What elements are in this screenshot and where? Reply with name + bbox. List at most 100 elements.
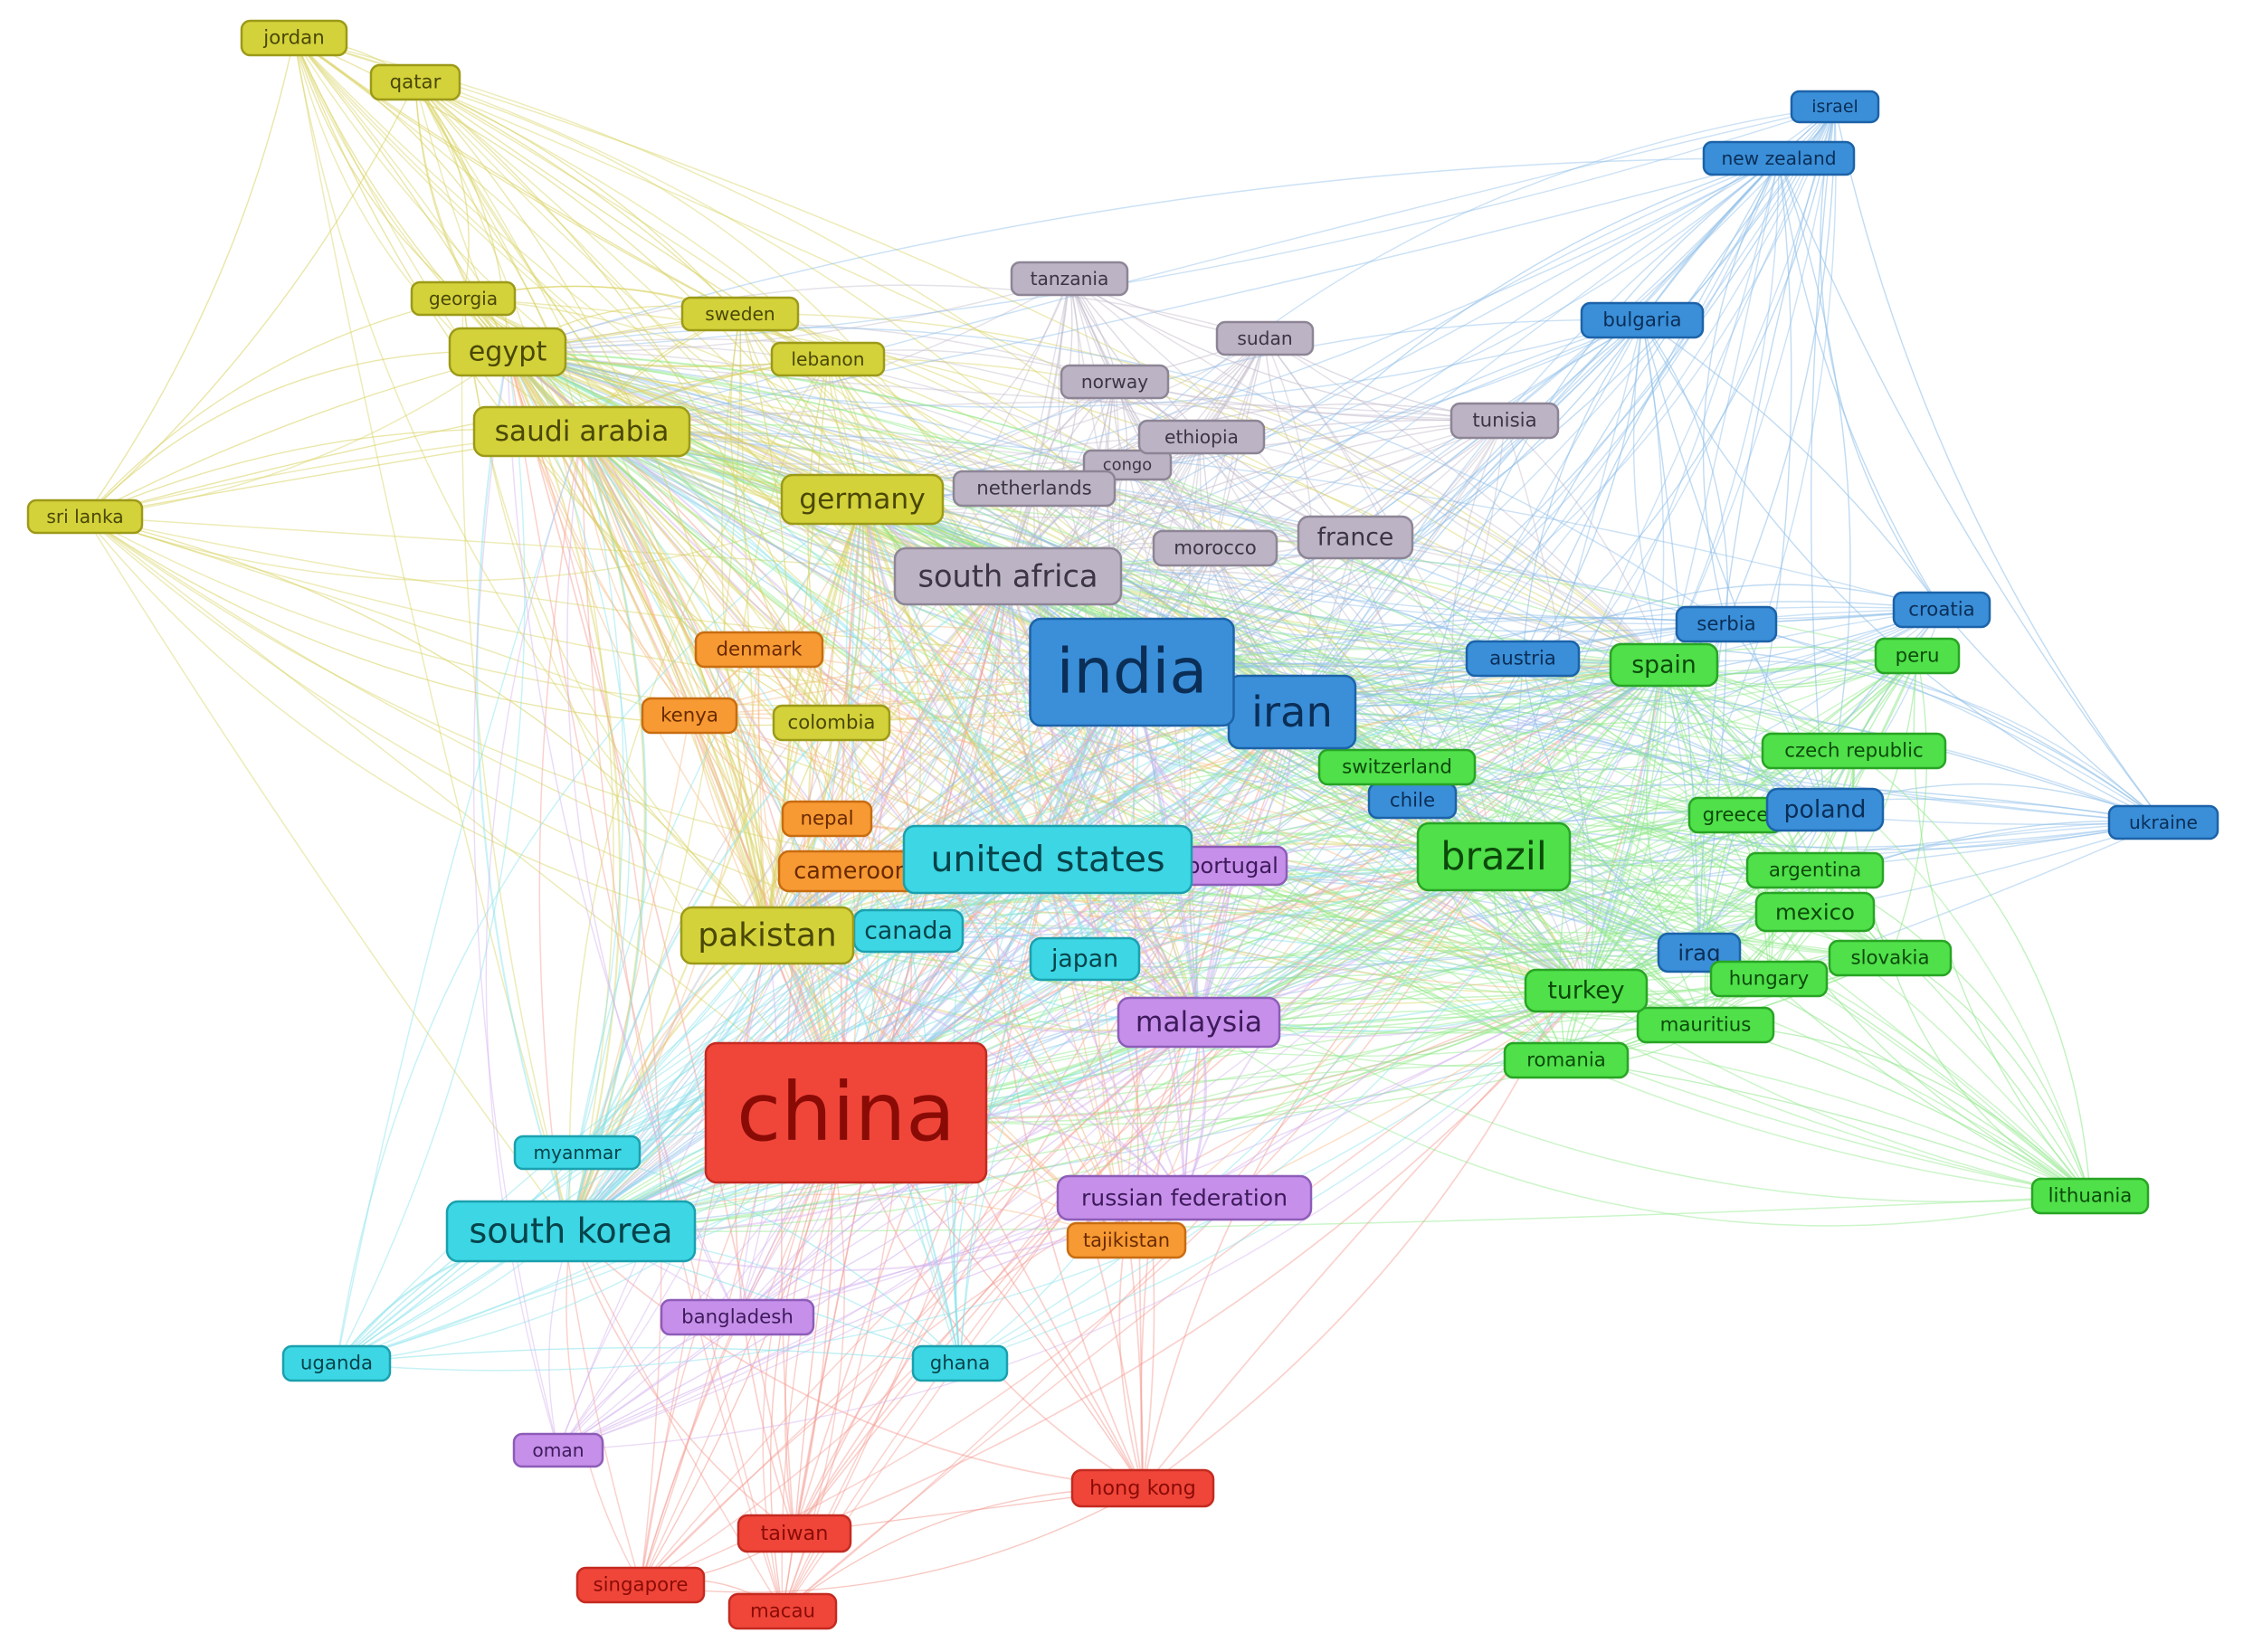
node-canada[interactable]: canada	[852, 908, 965, 954]
node-mauritius[interactable]: mauritius	[1636, 1006, 1775, 1044]
node-tanzania[interactable]: tanzania	[1010, 261, 1129, 297]
node-netherlands[interactable]: netherlands	[952, 470, 1117, 508]
node-croatia[interactable]: croatia	[1892, 591, 1991, 629]
node-label: israel	[1811, 97, 1858, 117]
node-singapore[interactable]: singapore	[575, 1566, 706, 1604]
node-russian-federation[interactable]: russian federation	[1056, 1174, 1313, 1221]
link-south_korea-south_africa	[569, 575, 1009, 1232]
link-peru-hungary	[1768, 655, 1918, 980]
link-malaysia-south_africa	[1006, 575, 1200, 1023]
link-sweden-spain	[739, 313, 1665, 666]
link-israel-iran	[1291, 106, 1836, 713]
node-brazil[interactable]: brazil	[1416, 821, 1572, 892]
link-qatar-spain	[414, 81, 1665, 666]
link-russian_federation-spain	[1183, 664, 1665, 1199]
node-ghana[interactable]: ghana	[911, 1344, 1009, 1382]
node-united-states[interactable]: united states	[902, 824, 1193, 895]
node-label: turkey	[1547, 977, 1624, 1005]
node-ethiopia[interactable]: ethiopia	[1137, 419, 1266, 455]
node-kenya[interactable]: kenya	[641, 697, 738, 735]
node-germany[interactable]: germany	[780, 473, 945, 526]
node-portugal[interactable]: portugal	[1176, 845, 1288, 887]
node-congo[interactable]: congo	[1082, 449, 1173, 481]
node-switzerland[interactable]: switzerland	[1317, 748, 1477, 786]
link-qatar-saudi_arabia	[414, 81, 583, 432]
node-box	[1524, 968, 1649, 1013]
node-argentina[interactable]: argentina	[1745, 851, 1885, 889]
node-oman[interactable]: oman	[512, 1432, 604, 1468]
node-box	[737, 1514, 852, 1553]
node-cameroon[interactable]: cameroon	[777, 850, 926, 893]
node-romania[interactable]: romania	[1503, 1041, 1630, 1079]
node-label: switzerland	[1342, 756, 1452, 779]
node-taiwan[interactable]: taiwan	[737, 1514, 852, 1553]
node-label: sweden	[705, 303, 775, 325]
link-oman-saudi_arabia	[485, 431, 583, 1451]
node-lebanon[interactable]: lebanon	[770, 341, 886, 377]
link-south_korea-egypt	[476, 351, 573, 1232]
node-hungary[interactable]: hungary	[1709, 960, 1829, 998]
link-austria-china	[845, 658, 1524, 1114]
node-peru[interactable]: peru	[1874, 637, 1961, 675]
node-box	[1029, 936, 1141, 982]
node-georgia[interactable]: georgia	[410, 280, 517, 317]
node-south-africa[interactable]: south africa	[893, 546, 1123, 606]
node-colombia[interactable]: colombia	[772, 704, 891, 742]
node-jordan[interactable]: jordan	[240, 19, 348, 57]
link-uganda-saudi_arabia	[336, 431, 583, 1364]
node-france[interactable]: france	[1297, 515, 1414, 560]
node-nepal[interactable]: nepal	[781, 800, 873, 838]
node-bulgaria[interactable]: bulgaria	[1580, 301, 1705, 339]
node-chile[interactable]: chile	[1367, 782, 1458, 820]
node-label: canada	[864, 917, 953, 945]
node-austria[interactable]: austria	[1465, 640, 1581, 678]
node-turkey[interactable]: turkey	[1524, 968, 1649, 1013]
link-slovakia-egypt	[507, 351, 1891, 959]
node-mexico[interactable]: mexico	[1754, 891, 1876, 933]
node-greece[interactable]: greece	[1687, 796, 1783, 834]
link-kenya-egypt	[507, 351, 690, 717]
node-uganda[interactable]: uganda	[281, 1344, 392, 1382]
node-sweden[interactable]: sweden	[680, 296, 800, 332]
node-tunisia[interactable]: tunisia	[1449, 402, 1560, 440]
link-oman-pakistan	[557, 935, 768, 1451]
node-slovakia[interactable]: slovakia	[1828, 939, 1953, 977]
node-label: colombia	[788, 712, 876, 735]
node-poland[interactable]: poland	[1765, 787, 1885, 832]
link-germany-colombia	[831, 498, 870, 724]
node-pakistan[interactable]: pakistan	[680, 906, 855, 965]
node-lithuania[interactable]: lithuania	[2030, 1177, 2150, 1215]
node-iran[interactable]: iran	[1227, 674, 1357, 750]
node-macau[interactable]: macau	[727, 1592, 838, 1630]
node-morocco[interactable]: morocco	[1152, 529, 1278, 567]
node-box	[1609, 642, 1719, 688]
node-label: pakistan	[698, 917, 837, 954]
link-sri_lanka-germany	[84, 428, 863, 517]
node-japan[interactable]: japan	[1029, 936, 1141, 982]
node-new-zealand[interactable]: new zealand	[1702, 140, 1856, 176]
node-bangladesh[interactable]: bangladesh	[660, 1298, 815, 1336]
node-serbia[interactable]: serbia	[1675, 605, 1778, 643]
node-saudi-arabia[interactable]: saudi arabia	[472, 405, 691, 458]
node-hong-kong[interactable]: hong kong	[1070, 1468, 1215, 1508]
node-denmark[interactable]: denmark	[694, 631, 824, 669]
node-sudan[interactable]: sudan	[1215, 320, 1315, 356]
node-south-korea[interactable]: south korea	[445, 1200, 697, 1263]
node-box	[1215, 320, 1315, 356]
node-india[interactable]: india	[1029, 617, 1235, 727]
node-qatar[interactable]: qatar	[369, 63, 461, 101]
link-colombia-turkey	[831, 722, 1587, 993]
node-norway[interactable]: norway	[1060, 364, 1170, 400]
node-egypt[interactable]: egypt	[448, 327, 567, 377]
node-china[interactable]: china	[704, 1041, 988, 1184]
node-sri-lanka[interactable]: sri lanka	[26, 498, 144, 535]
node-malaysia[interactable]: malaysia	[1117, 996, 1281, 1049]
node-myanmar[interactable]: myanmar	[513, 1135, 642, 1171]
node-ukraine[interactable]: ukraine	[2107, 804, 2219, 840]
link-czech_republic-south_korea	[570, 750, 1855, 1232]
link-turkey-egypt	[507, 351, 1587, 992]
node-israel[interactable]: israel	[1790, 90, 1880, 124]
node-czech-republic[interactable]: czech republic	[1761, 732, 1947, 770]
node-tajikistan[interactable]: tajikistan	[1066, 1221, 1187, 1259]
node-spain[interactable]: spain	[1609, 642, 1719, 688]
